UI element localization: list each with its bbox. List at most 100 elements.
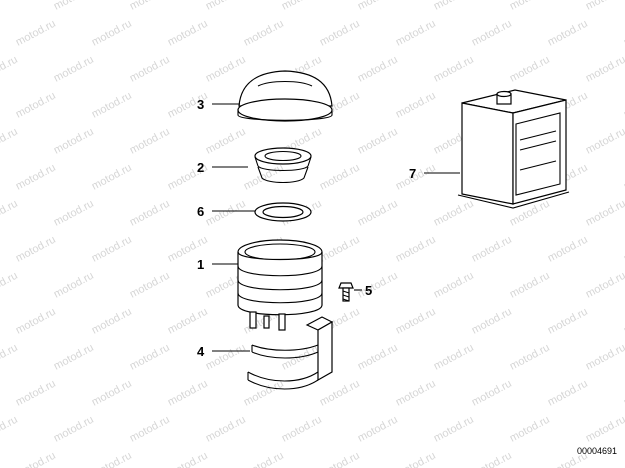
watermark-text: motod.ru (166, 450, 210, 468)
watermark-text: motod.ru (204, 54, 248, 85)
watermark-text: motod.ru (90, 90, 134, 121)
watermark-text: motod.ru (508, 0, 552, 13)
watermark-text: motod.ru (470, 234, 514, 265)
watermark-text: motod.ru (204, 0, 248, 13)
watermark-text: motod.ru (318, 450, 362, 468)
watermark-text: motod.ru (0, 0, 20, 13)
callout-6: 6 (197, 204, 204, 219)
watermark-text: motod.ru (90, 306, 134, 337)
watermark-text: motod.ru (14, 450, 58, 468)
watermark-text: motod.ru (204, 414, 248, 445)
callout-4: 4 (197, 344, 205, 359)
watermark-text: motod.ru (432, 342, 476, 373)
watermark-text: motod.ru (204, 342, 248, 373)
watermark-text: motod.ru (14, 234, 58, 265)
watermark-text: motod.ru (356, 126, 400, 157)
watermark-text: motod.ru (128, 0, 172, 13)
watermark-text: motod.ru (470, 450, 514, 468)
watermark-text: motod.ru (90, 162, 134, 193)
watermark-text: motod.ru (90, 450, 134, 468)
watermark-text: motod.ru (394, 378, 438, 409)
watermark-text: motod.ru (508, 54, 552, 85)
watermark-text: motod.ru (394, 306, 438, 337)
watermark-text: motod.ru (356, 54, 400, 85)
watermark-text: motod.ru (166, 18, 210, 49)
part-2-bellows (254, 147, 312, 184)
watermark-text: motod.ru (318, 162, 362, 193)
part-3-cap (237, 70, 333, 122)
watermark-text: motod.ru (0, 342, 20, 373)
callout-3: 3 (197, 97, 204, 112)
watermark-text: motod.ru (52, 198, 96, 229)
watermark-text: motod.ru (432, 270, 476, 301)
watermark-text: motod.ru (52, 126, 96, 157)
part-1-reservoir (237, 239, 323, 331)
watermark-text: motod.ru (14, 18, 58, 49)
watermark-text: motod.ru (128, 198, 172, 229)
watermark-text: motod.ru (394, 450, 438, 468)
watermark-text: motod.ru (14, 306, 58, 337)
watermark-text: motod.ru (128, 54, 172, 85)
part-6-ring (254, 202, 312, 222)
watermark-text: motod.ru (584, 342, 625, 373)
callout-7: 7 (409, 166, 416, 181)
watermark-text: motod.ru (128, 414, 172, 445)
watermark-text: motod.ru (14, 90, 58, 121)
watermark-text: motod.ru (242, 162, 286, 193)
watermark-text: motod.ru (318, 18, 362, 49)
watermark-text: motod.ru (584, 0, 625, 13)
watermark-text: motod.ru (166, 306, 210, 337)
watermark-text: motod.ru (546, 234, 590, 265)
watermark-text: motod.ru (0, 414, 20, 445)
watermark-text: motod.ru (52, 54, 96, 85)
watermark-text: motod.ru (584, 126, 625, 157)
watermark-text: motod.ru (52, 270, 96, 301)
watermark-text: motod.ru (584, 270, 625, 301)
watermark-text: motod.ru (14, 378, 58, 409)
watermark-text: motod.ru (52, 342, 96, 373)
watermark-text: motod.ru (584, 414, 625, 445)
watermark-text: motod.ru (14, 162, 58, 193)
watermark-text: motod.ru (394, 90, 438, 121)
watermark-text: motod.ru (128, 270, 172, 301)
watermark-text: motod.ru (356, 342, 400, 373)
watermark-text: motod.ru (508, 414, 552, 445)
watermark-text: motod.ru (546, 378, 590, 409)
watermark-text: motod.ru (90, 378, 134, 409)
leader-lines (212, 103, 460, 352)
watermark-text: motod.ru (356, 270, 400, 301)
watermark-text: motod.ru (242, 378, 286, 409)
watermark-text: motod.ru (356, 198, 400, 229)
part-7-fluid-can (457, 89, 570, 209)
watermark-text: motod.ru (546, 18, 590, 49)
watermark-text: motod.ru (128, 126, 172, 157)
part-4-bracket (247, 316, 334, 390)
watermark-text: motod.ru (508, 342, 552, 373)
watermark-text: motod.ru (0, 126, 20, 157)
watermark-text: motod.ru (242, 450, 286, 468)
watermark-text: motod.ru (280, 0, 324, 13)
watermark-text: motod.ru (432, 198, 476, 229)
watermark-text: motod.ru (394, 234, 438, 265)
part-5-screw (338, 282, 354, 302)
watermark-text: motod.ru (432, 0, 476, 13)
watermark-text: motod.ru (318, 378, 362, 409)
watermark-text: motod.ru (204, 198, 248, 229)
watermark-text: motod.ru (52, 414, 96, 445)
watermark-text: motod.ru (204, 126, 248, 157)
watermark-text: motod.ru (470, 18, 514, 49)
reference-number: 00004691 (576, 446, 617, 456)
watermark-text: motod.ru (166, 378, 210, 409)
watermark-text: motod.ru (546, 306, 590, 337)
watermark-text: motod.ru (0, 270, 20, 301)
watermark-text: motod.ru (584, 54, 625, 85)
watermark-text: motod.ru (52, 0, 96, 13)
watermark-text: motod.ru (242, 18, 286, 49)
watermark-text: motod.ru (470, 378, 514, 409)
watermark-text: motod.ru (432, 54, 476, 85)
watermark-text: motod.ru (470, 306, 514, 337)
watermark-text: motod.ru (0, 198, 20, 229)
